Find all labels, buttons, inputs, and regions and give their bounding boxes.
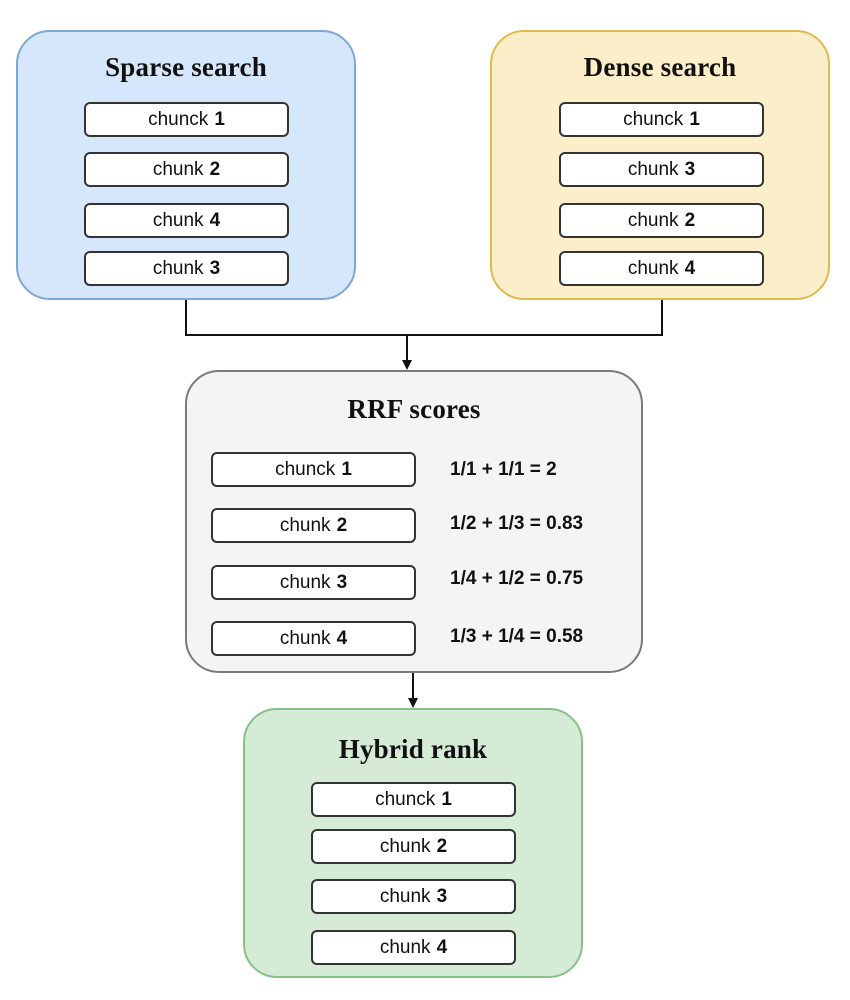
chunk-number: 1 [441,788,452,810]
sparse-to-merge-line [185,300,663,336]
chunk-number: 1 [341,458,352,480]
chunk-number: 3 [336,571,348,593]
chunk-word: chunk [152,158,204,180]
chunk-word: chunk [279,514,331,536]
rrf-formula: 1/2 + 1/3 = 0.83 [450,513,584,534]
chunk-number: 4 [336,627,348,649]
chunk-number: 2 [209,158,221,180]
chunk-word: chunk [379,835,431,857]
chunk-word: chunk [627,158,679,180]
chunk-word: chunk [279,627,331,649]
chunk-word: chunk [152,257,204,279]
rrf-formula: 1/3 + 1/4 = 0.58 [450,626,584,647]
rrf-formula: 1/1 + 1/1 = 2 [450,459,557,480]
chunk-number: 3 [684,158,696,180]
chunk-word: chunk [379,885,431,907]
chunk-word: chunck [375,788,436,810]
chunk-word: chunk [279,571,331,593]
chunk-number: 2 [336,514,348,536]
chunk-word: chunck [623,108,684,130]
dense-search-title: Dense search [583,52,737,82]
chunk-number: 4 [209,209,221,231]
chunk-number: 2 [436,835,448,857]
hybrid-rank-title: Hybrid rank [338,734,488,764]
chunk-word: chunck [275,458,336,480]
chunk-word: chunk [627,209,679,231]
sparse-search-title: Sparse search [105,52,267,82]
chunk-number: 3 [436,885,448,907]
chunk-number: 4 [684,257,696,279]
rrf-scores-title: RRF scores [347,394,481,424]
chunk-word: chunck [148,108,209,130]
chunk-word: chunk [152,209,204,231]
chunk-number: 3 [209,257,221,279]
chunk-word: chunk [627,257,679,279]
chunk-number: 1 [214,108,225,130]
chunk-word: chunk [379,936,431,958]
chunk-number: 1 [689,108,700,130]
chunk-number: 4 [436,936,448,958]
rrf-formula: 1/4 + 1/2 = 0.75 [450,568,584,589]
chunk-number: 2 [684,209,696,231]
